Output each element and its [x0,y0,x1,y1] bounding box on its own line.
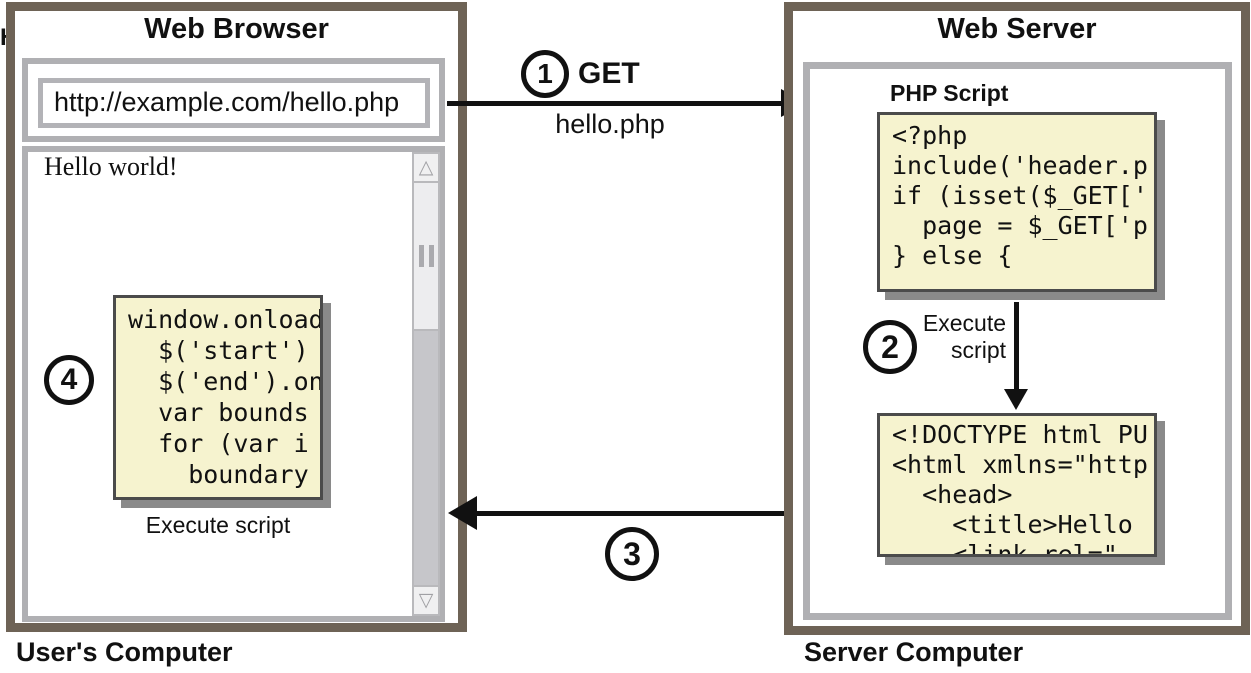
php-code-box: <?php include('header.p if (isset($_GET[… [877,112,1157,292]
scrollbar-grip-icon [418,245,434,267]
response-arrow-line [476,511,862,516]
execute-arrow-line [1014,302,1019,390]
php-code: <?php include('header.p if (isset($_GET[… [892,121,1148,270]
url-text: http://example.com/hello.php [54,87,400,117]
html-code: <!DOCTYPE html PU <html xmlns="http <hea… [892,420,1148,557]
url-field: http://example.com/hello.php [38,78,430,128]
request-file-label: hello.php [555,109,665,139]
web-server-title: Web Server [937,13,1097,45]
get-method-label: GET [578,57,640,90]
web-browser-title: Web Browser [144,13,329,45]
execute-script-label-browser: Execute script [145,512,291,538]
execute-script-label-server: Execute script [922,310,1006,363]
server-computer-label: Server Computer [804,637,1024,667]
scrollbar-up-button: △ [412,152,440,183]
javascript-code-box: window.onload $('start') $('end').on var… [113,295,323,500]
down-triangle-icon: ▽ [418,589,434,611]
execute-arrowhead-icon [1004,389,1028,410]
scrollbar-thumb [412,183,440,331]
scrollbar: △ ▽ [412,152,440,616]
up-triangle-icon: △ [418,156,434,178]
html-output-box: <!DOCTYPE html PU <html xmlns="http <hea… [877,413,1157,557]
response-arrowhead-icon [448,496,477,530]
php-script-label: PHP Script [890,80,1009,106]
step-2-badge: 2 [863,320,917,374]
scrollbar-down-button: ▽ [412,585,440,616]
javascript-code: window.onload $('start') $('end').on var… [128,305,323,489]
request-arrow-line [447,101,781,106]
step-3-badge: 3 [605,527,659,581]
step-4-badge: 4 [44,355,94,405]
step-1-badge: 1 [521,50,569,98]
page-text: Hello world! [44,152,178,181]
scrollbar-track [412,331,440,585]
users-computer-label: User's Computer [16,637,233,667]
